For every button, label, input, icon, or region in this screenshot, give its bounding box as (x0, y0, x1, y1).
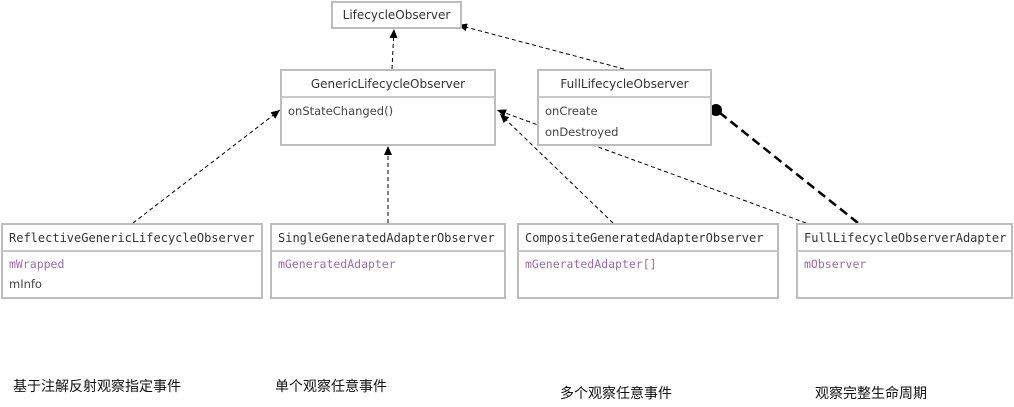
class-lifecycle-observer: LifecycleObserver (331, 1, 462, 29)
class-member: mInfo (9, 277, 42, 291)
class-generic-lifecycle-observer: GenericLifecycleObserver onStateChanged(… (280, 69, 496, 146)
class-reflective-generic-lifecycle-observer: ReflectiveGenericLifecycleObserver mWrap… (1, 223, 263, 299)
arrow-reflective-to-generic (132, 109, 281, 224)
class-member: mObserver (804, 257, 867, 271)
caption-reflective: 基于注解反射观察指定事件 (13, 379, 181, 395)
caption-full: 观察完整生命周期 (815, 386, 927, 402)
class-full-lifecycle-observer-adapter: FullLifecycleObserverAdapter mObserver (796, 223, 1013, 299)
class-member: mWrapped (9, 257, 65, 271)
class-member: mGeneratedAdapter[] (525, 257, 657, 271)
arrow-generic-to-lifecycle (389, 28, 398, 70)
class-member: onStateChanged() (288, 104, 394, 118)
class-name: CompositeGeneratedAdapterObserver (519, 225, 777, 252)
class-member: onCreate (545, 104, 598, 118)
class-name: GenericLifecycleObserver (282, 71, 494, 98)
arrow-composite-to-generic (499, 113, 614, 224)
class-member: mGeneratedAdapter (278, 257, 396, 271)
class-single-generated-adapter-observer: SingleGeneratedAdapterObserver mGenerate… (270, 223, 506, 299)
composition-fulladapter-to-full (719, 112, 859, 224)
arrow-full-to-lifecycle (457, 23, 625, 70)
class-member: onDestroyed (545, 125, 619, 139)
class-composite-generated-adapter-observer: CompositeGeneratedAdapterObserver mGener… (517, 223, 779, 299)
class-name: ReflectiveGenericLifecycleObserver (3, 225, 261, 252)
class-name: FullLifecycleObserver (539, 71, 710, 98)
caption-single: 单个观察任意事件 (275, 379, 387, 395)
composition-dot (710, 104, 722, 116)
caption-composite: 多个观察任意事件 (560, 386, 672, 402)
class-name: SingleGeneratedAdapterObserver (272, 225, 504, 252)
class-name: LifecycleObserver (342, 8, 451, 22)
class-name: FullLifecycleObserverAdapter (798, 225, 1011, 252)
class-full-lifecycle-observer: FullLifecycleObserver onCreate onDestroy… (537, 69, 712, 146)
